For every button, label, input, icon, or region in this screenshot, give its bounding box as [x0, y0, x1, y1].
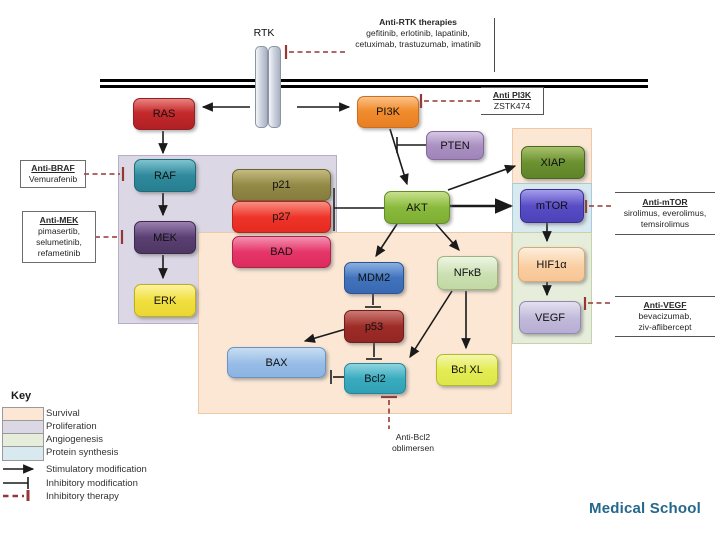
- anti-mek-line2: selumetinib,: [36, 237, 82, 247]
- anti-rtk-line1: gefitinib, erlotinib, lapatinib,: [366, 28, 470, 38]
- node-nfkb: NFκB: [437, 256, 498, 290]
- anti-rtk-title: Anti-RTK therapies: [379, 17, 457, 27]
- anti-mek-label: Anti-MEK pimasertib, selumetinib, refame…: [22, 211, 96, 263]
- node-xiap: XIAP: [521, 146, 585, 179]
- stimulatory-arrows: [3, 102, 552, 474]
- anti-pi3k-label: Anti PI3K ZSTK474: [481, 87, 544, 115]
- anti-braf-line1: Vemurafenib: [28, 174, 78, 184]
- node-vegf: VEGF: [519, 301, 581, 334]
- anti-mek-line3: refametinib: [37, 248, 81, 258]
- node-mtor: mTOR: [520, 189, 584, 223]
- node-erk: ERK: [134, 284, 196, 317]
- membrane-line-bottom: [100, 85, 648, 88]
- key-label-inhibitory-mod: Inhibitory modification: [46, 478, 138, 489]
- anti-mtor-label: Anti-mTOR sirolimus, everolimus, temsiro…: [615, 192, 715, 235]
- node-p53: p53: [344, 310, 404, 343]
- key-label-angiogenesis: Angiogenesis: [46, 434, 104, 445]
- node-bad: BAD: [232, 236, 331, 268]
- anti-rtk-divider-line: [494, 18, 495, 72]
- node-rtk-label: RTK: [253, 27, 275, 39]
- anti-mek-line1: pimasertib,: [37, 226, 81, 236]
- anti-rtk-therapies-label: Anti-RTK therapies gefitinib, erlotinib,…: [344, 17, 492, 50]
- key-swatch-protein-synthesis: [2, 446, 44, 461]
- anti-mek-title: Anti-MEK: [39, 215, 79, 225]
- anti-pi3k-line1: ZSTK474: [493, 101, 531, 111]
- node-p21: p21: [232, 169, 331, 201]
- anti-mtor-line1: sirolimus, everolimus,: [623, 208, 707, 218]
- inhibitory-tbars: [3, 137, 426, 489]
- anti-pi3k-title: Anti PI3K: [492, 90, 532, 100]
- key-title: Key: [11, 390, 32, 402]
- node-ras: RAS: [133, 98, 195, 130]
- anti-mtor-line2: temsirolimus: [640, 219, 690, 229]
- anti-braf-label: Anti-BRAF Vemurafenib: [20, 160, 86, 188]
- key-label-inhibitory-therapy: Inhibitory therapy: [46, 491, 119, 502]
- node-p27: p27: [232, 201, 331, 233]
- anti-rtk-line2: cetuximab, trastuzumab, imatinib: [355, 39, 481, 49]
- key-label-proliferation: Proliferation: [46, 421, 97, 432]
- node-mdm2: MDM2: [344, 262, 404, 294]
- medical-school-logo-text: Medical School: [589, 500, 701, 517]
- key-label-survival: Survival: [46, 408, 80, 419]
- node-hif1a: HIF1α: [518, 247, 585, 282]
- node-bclxl: Bcl XL: [436, 354, 498, 386]
- anti-bcl2-title: Anti-Bcl2: [395, 432, 431, 442]
- key-label-protein-synthesis: Protein synthesis: [46, 447, 119, 458]
- anti-vegf-line1: bevacizumab,: [638, 311, 692, 321]
- anti-bcl2-line1: oblimersen: [391, 443, 435, 453]
- anti-braf-title: Anti-BRAF: [31, 163, 75, 173]
- membrane-line-top: [100, 79, 648, 82]
- node-bcl2: Bcl2: [344, 363, 406, 394]
- anti-vegf-label: Anti-VEGF bevacizumab, ziv-aflibercept: [615, 296, 715, 337]
- anti-bcl2-label: Anti-Bcl2 oblimersen: [373, 432, 453, 454]
- node-raf: RAF: [134, 159, 196, 192]
- node-pten: PTEN: [426, 131, 484, 160]
- rtk-receptor-bar-left: [255, 46, 268, 128]
- anti-vegf-line2: ziv-aflibercept: [638, 322, 692, 332]
- node-mek: MEK: [134, 221, 196, 254]
- inhibitory-therapy-connectors: [3, 45, 613, 501]
- rtk-receptor-bar-right: [268, 46, 281, 128]
- node-bax: BAX: [227, 347, 326, 378]
- node-pi3k: PI3K: [357, 96, 419, 128]
- anti-vegf-title: Anti-VEGF: [643, 300, 687, 310]
- node-akt: AKT: [384, 191, 450, 224]
- anti-mtor-title: Anti-mTOR: [642, 197, 688, 207]
- key-label-stimulatory: Stimulatory modification: [46, 464, 147, 475]
